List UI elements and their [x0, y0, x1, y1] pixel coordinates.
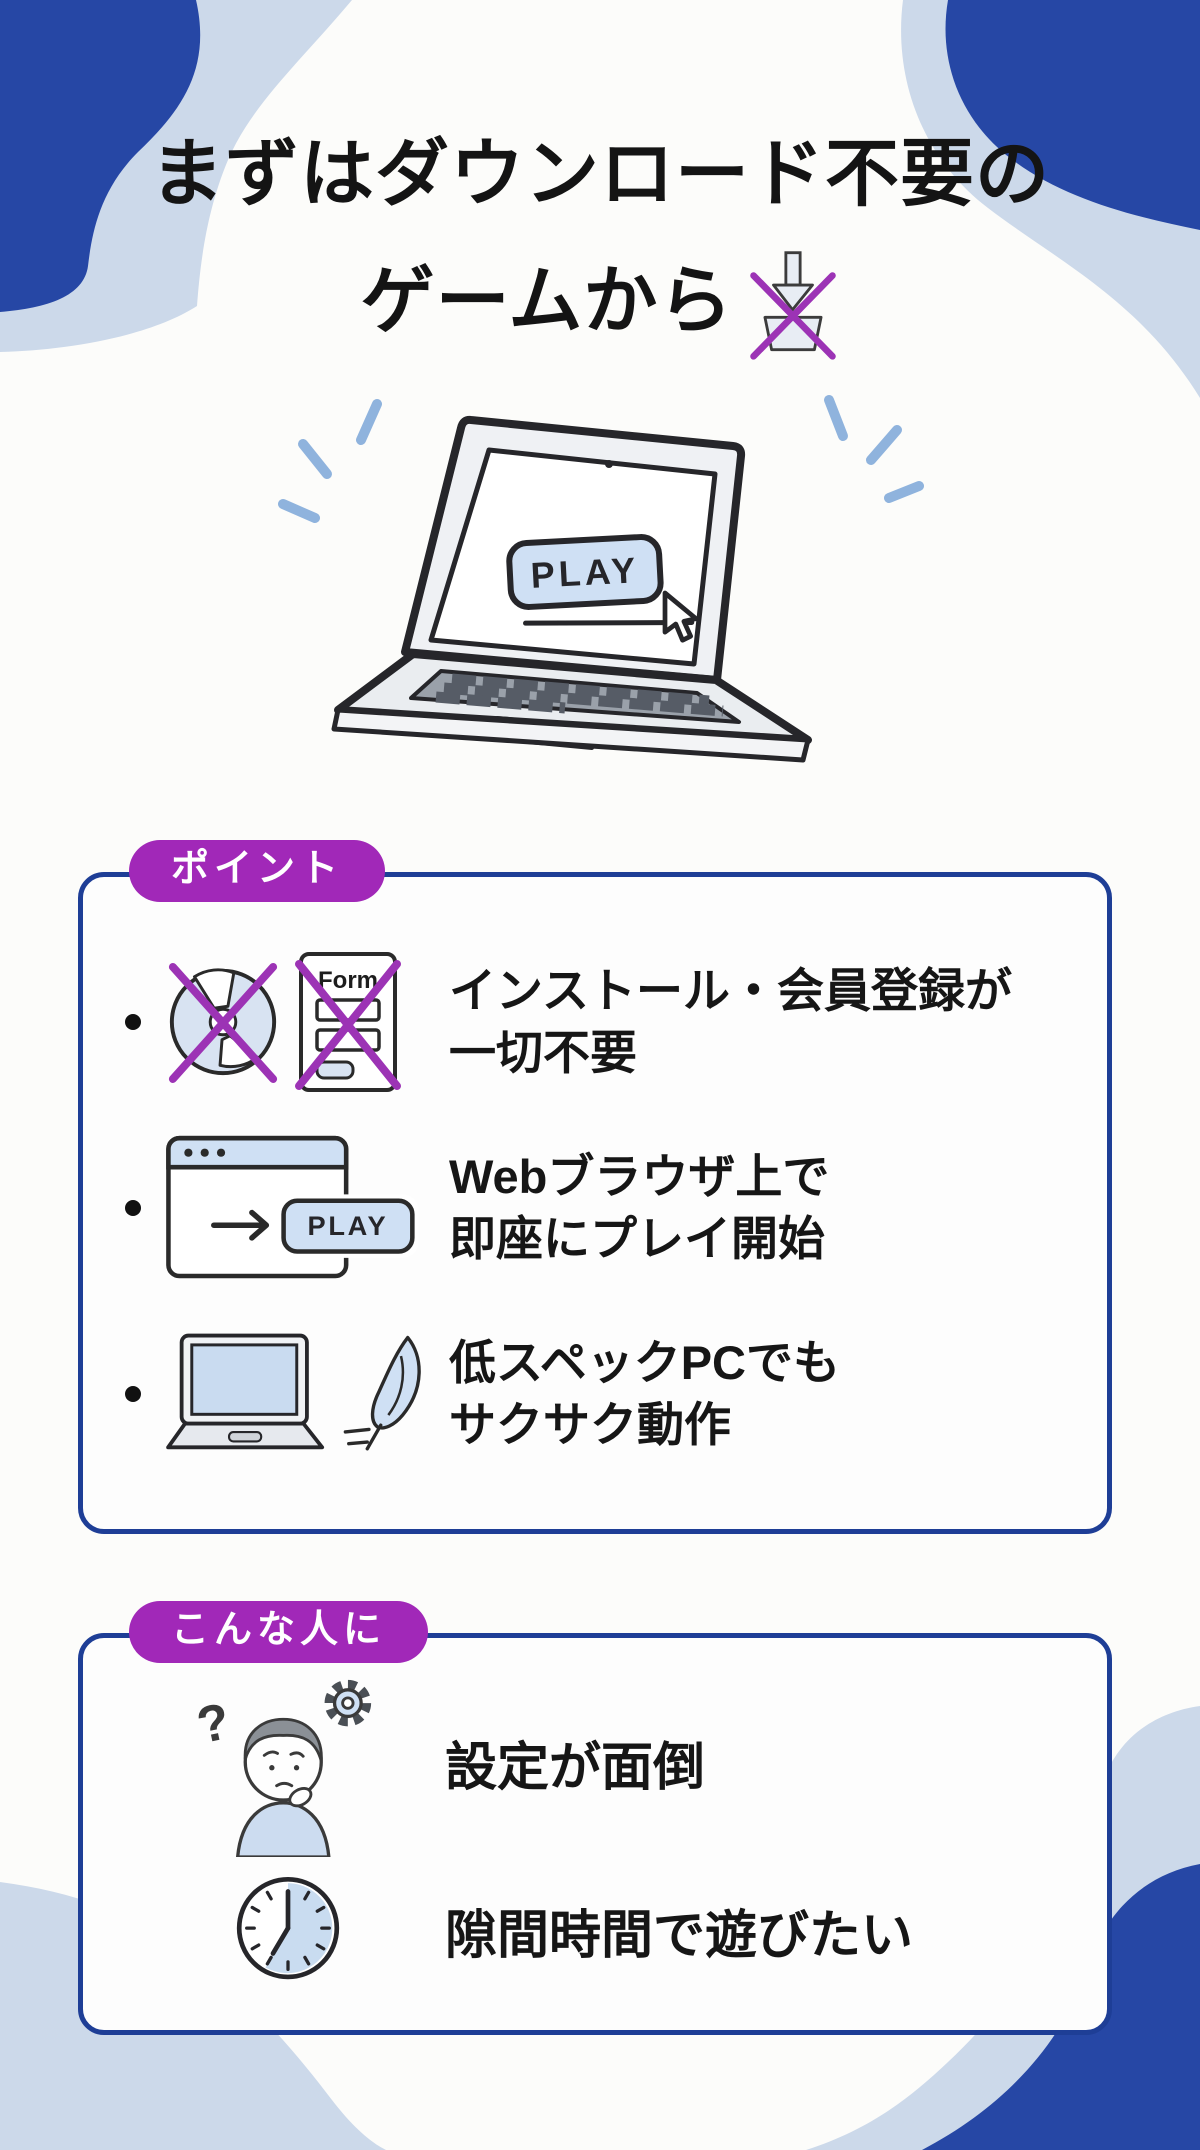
clock-ticks	[245, 1890, 331, 1972]
audience-badge: こんな人に	[129, 1601, 429, 1663]
sparkle-left-icon	[278, 399, 382, 523]
blob-bottom-right-dark	[922, 1864, 1200, 2150]
confused-person-icon: ?	[192, 1679, 372, 1857]
point-text: 低スペックPCでも サクサク動作	[449, 1335, 841, 1451]
list-item: 隙間時間で遊びたい	[183, 1846, 1077, 2014]
list-item: PLAY Webブラウザ上で 即座にプレイ開始	[125, 1115, 1077, 1301]
list-item: Form インストール・会員登録が 一切不要	[125, 929, 1077, 1115]
webcam-dot	[605, 460, 613, 468]
points-panel: ポイント	[78, 840, 1112, 1534]
blob-top-left-dark	[0, 0, 201, 312]
point-text: インストール・会員登録が 一切不要	[449, 963, 1013, 1079]
laptop-icon	[166, 1333, 325, 1450]
laptop-play-illustration: PLAY	[278, 395, 924, 763]
arrow-right-icon	[211, 1209, 270, 1241]
clock-hands	[270, 1889, 291, 1956]
cursor-icon	[662, 590, 699, 643]
bullet-dot	[125, 1386, 141, 1402]
list-item: 低スペックPCでも サクサク動作	[125, 1301, 1077, 1487]
no-cd-icon	[168, 962, 278, 1083]
form-label: Form	[318, 967, 378, 994]
laptop-front-edge	[331, 707, 811, 763]
bullet-dot	[125, 1014, 141, 1030]
audience-label: 設定が面倒	[445, 1738, 706, 1797]
feather-icon	[343, 1335, 422, 1451]
bullet-dot	[125, 1200, 141, 1216]
list-item: ?	[183, 1678, 1077, 1857]
cross-mark	[295, 960, 401, 1090]
play-button-label: PLAY	[530, 549, 641, 596]
gear-icon	[324, 1679, 372, 1727]
audience-label: 隙間時間で遊びたい	[445, 1906, 914, 1965]
sparkle-right-icon	[824, 395, 924, 503]
browser-play-label: PLAY	[308, 1210, 389, 1241]
blob-top-right-dark	[945, 0, 1200, 230]
page-title: まずはダウンロード不要の ゲームから	[0, 118, 1200, 363]
question-mark: ?	[192, 1692, 235, 1754]
title-line-1: まずはダウンロード不要の	[150, 132, 1050, 215]
cross-mark	[168, 962, 278, 1083]
no-form-icon: Form	[295, 952, 401, 1092]
points-badge: ポイント	[129, 840, 386, 902]
audience-panel: こんな人に ?	[78, 1601, 1112, 2035]
point-text: Webブラウザ上で 即座にプレイ開始	[449, 1149, 830, 1265]
speed-lines	[343, 1427, 371, 1446]
browser-play-icon: PLAY	[166, 1135, 419, 1279]
clock-icon	[236, 1876, 340, 1980]
no-download-icon	[750, 251, 837, 360]
title-line-2: ゲームから	[360, 258, 734, 342]
cross-mark	[750, 272, 837, 360]
play-button: PLAY	[506, 534, 695, 626]
person-figure	[235, 1717, 331, 1857]
